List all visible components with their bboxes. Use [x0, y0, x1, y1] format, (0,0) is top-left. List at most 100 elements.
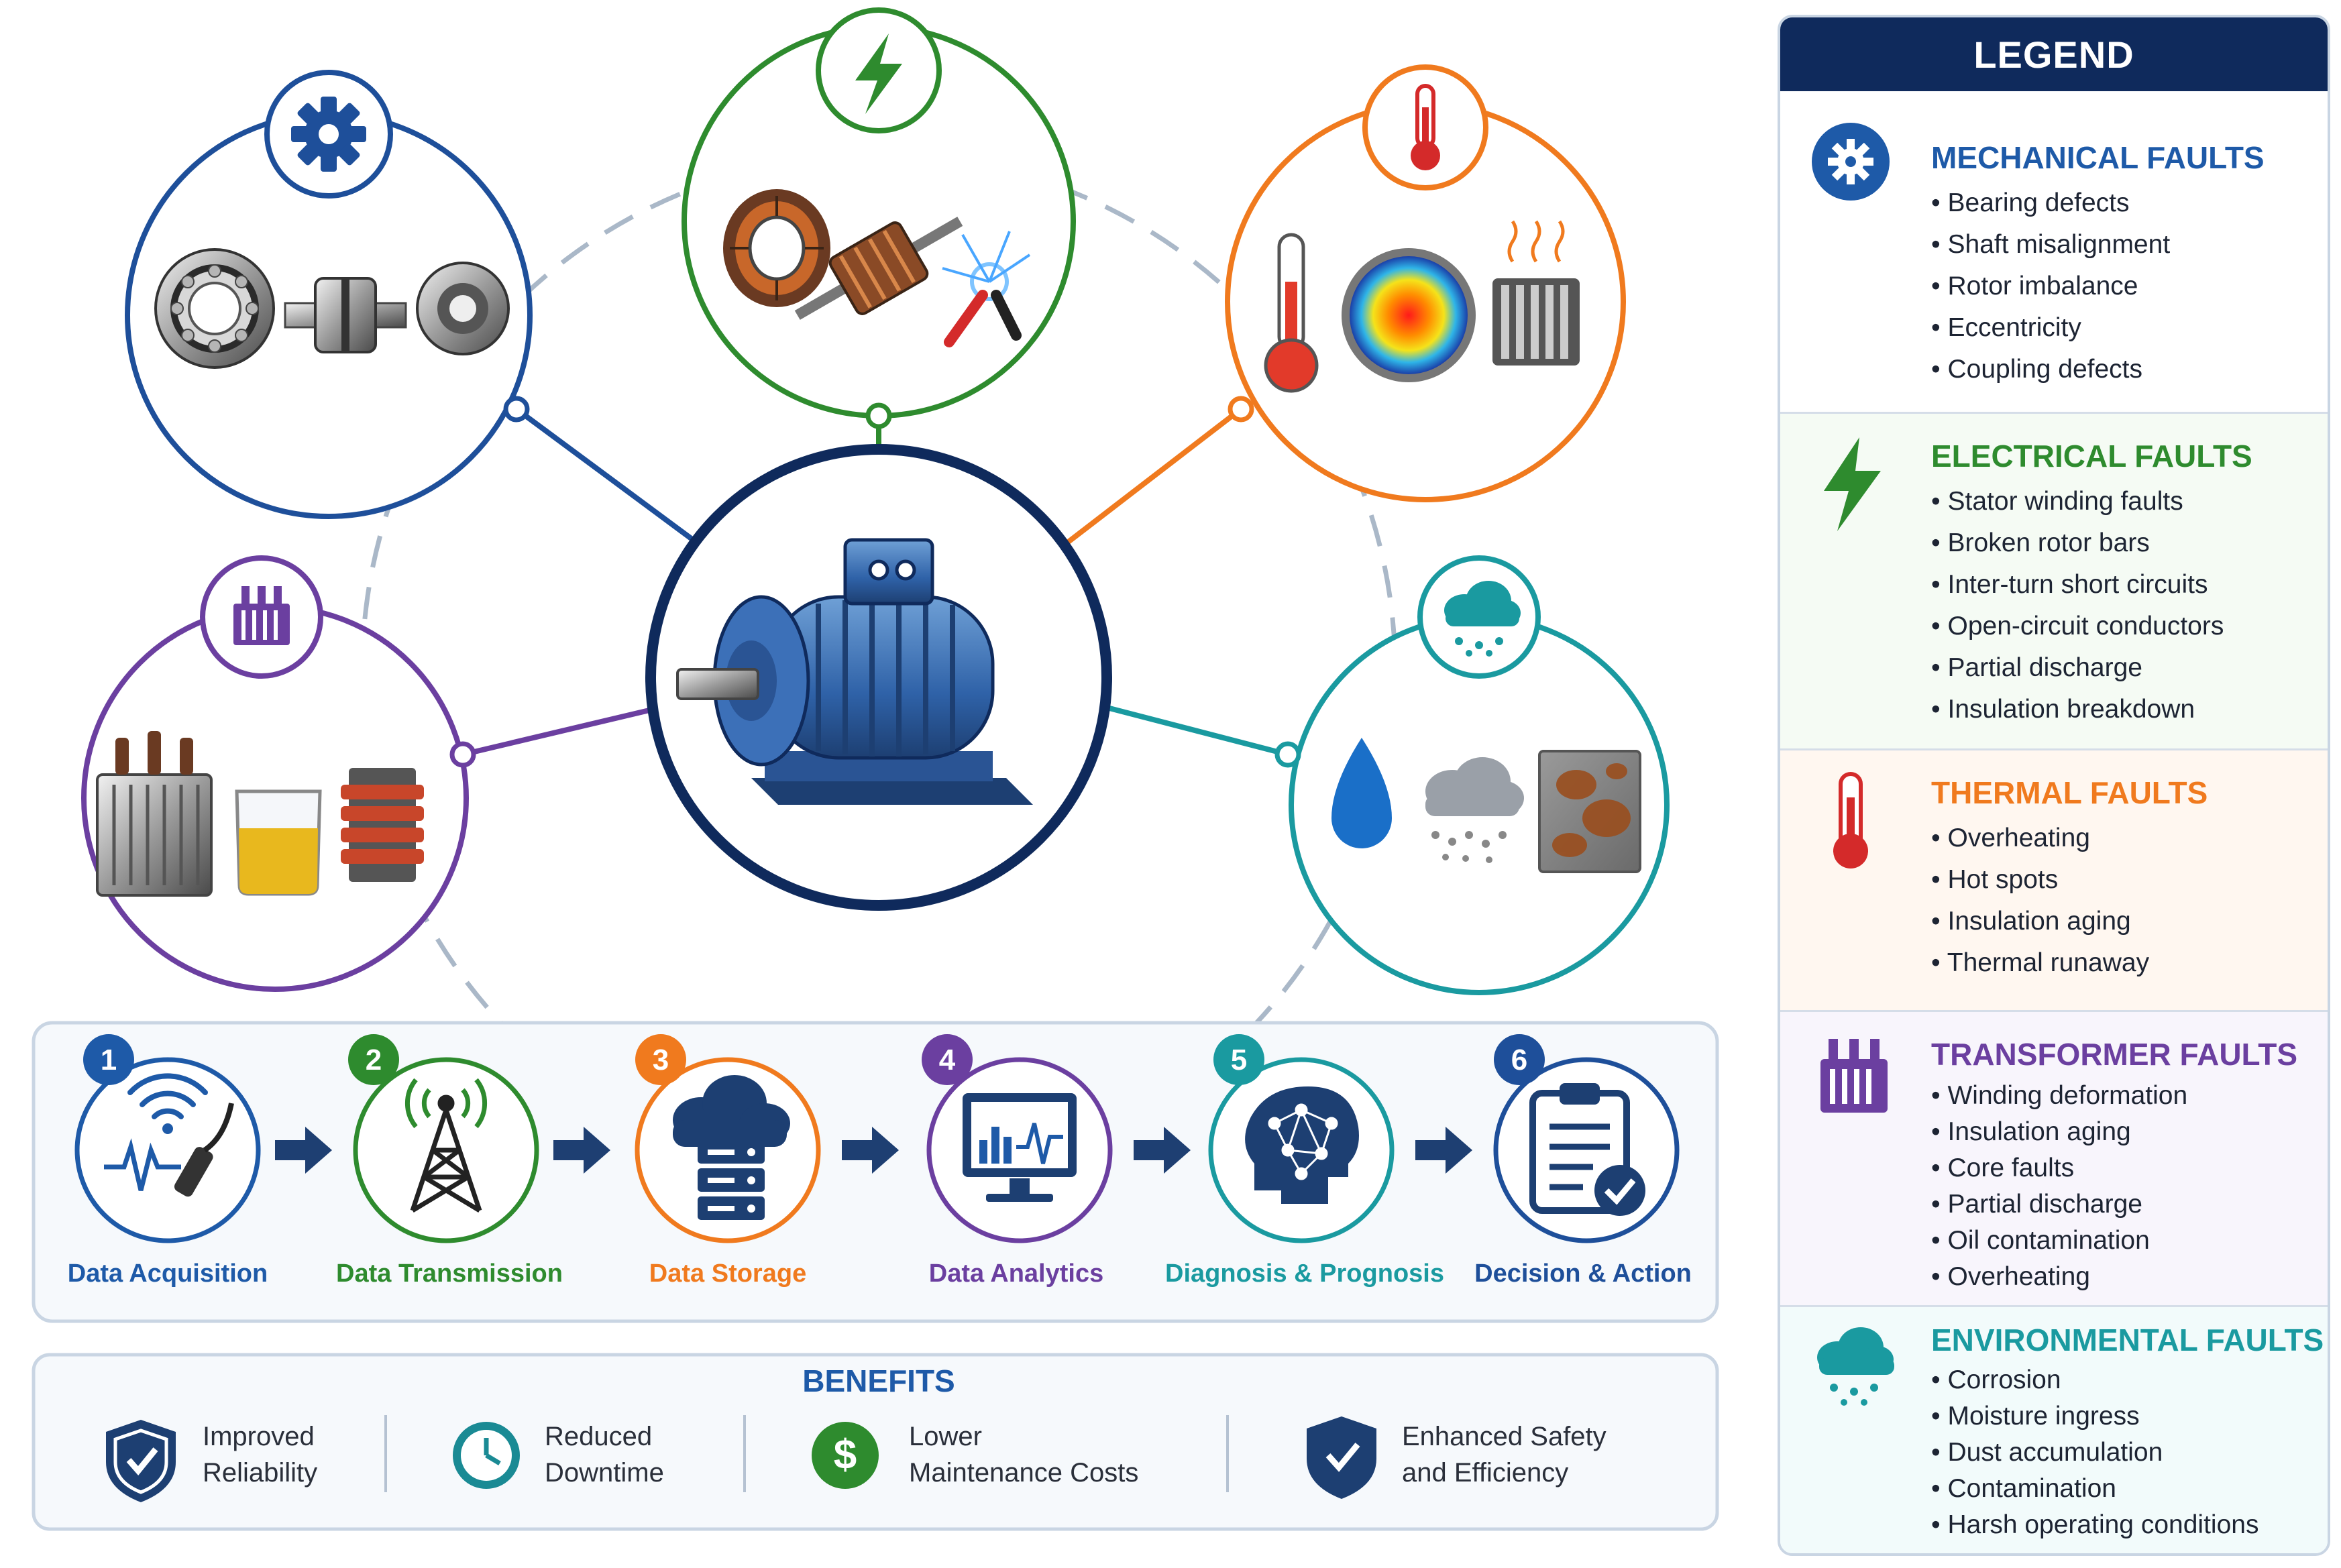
step-label: Data Transmission	[336, 1259, 563, 1288]
corrosion-icon	[1538, 750, 1641, 873]
step-label: Data Acquisition	[67, 1259, 268, 1288]
mechanical-fault-node	[125, 70, 533, 519]
rain-cloud-icon	[1817, 1327, 1894, 1406]
list-item: Stator winding faults	[1931, 481, 2224, 522]
transformer-icon	[1820, 1039, 1888, 1113]
dust-icon	[1425, 757, 1524, 863]
stator-icon	[723, 189, 830, 307]
list-item: Insulation aging	[1931, 1114, 2187, 1150]
step-number-5: 5	[1231, 1044, 1247, 1076]
oil-beaker-icon	[235, 789, 322, 896]
list-item: Broken rotor bars	[1931, 522, 2224, 564]
bearing-icon	[154, 248, 275, 369]
power-transformer-icon	[96, 731, 213, 897]
arrow-icon	[1134, 1127, 1191, 1174]
legend-list: Bearing defects Shaft misalignment Rotor…	[1931, 182, 2171, 390]
legend-section-transformer: TRANSFORMER FAULTS Winding deformation I…	[1780, 1010, 2328, 1307]
step-number-2: 2	[366, 1044, 382, 1076]
list-item: Partial discharge	[1931, 647, 2224, 689]
lightning-icon	[1824, 437, 1881, 531]
list-item: Oil contamination	[1931, 1223, 2187, 1259]
legend-list: Overheating Hot spots Insulation aging T…	[1931, 818, 2149, 984]
list-item: Shaft misalignment	[1931, 224, 2171, 266]
list-item: Winding deformation	[1931, 1078, 2188, 1114]
svg-text:$: $	[834, 1432, 857, 1478]
thermal-fault-node	[1225, 64, 1626, 502]
list-item: Core faults	[1931, 1150, 2187, 1186]
workflow-step-3: 3	[635, 1034, 821, 1243]
list-item: Contamination	[1931, 1471, 2258, 1507]
gear-icon	[1812, 123, 1890, 201]
flange-icon	[416, 262, 510, 355]
list-item: Insulation aging	[1931, 901, 2149, 942]
arrow-icon	[553, 1127, 610, 1174]
arrow-icon	[275, 1127, 332, 1174]
step-label: Decision & Action	[1474, 1259, 1692, 1288]
transformer-fault-node	[81, 555, 476, 992]
legend-section-title: MECHANICAL FAULTS	[1931, 140, 2265, 175]
legend-panel: LEGEND MECHANICAL FAULTS Bearing defects…	[1778, 15, 2330, 1556]
cloud-server-icon	[673, 1075, 790, 1220]
step-number-1: 1	[101, 1044, 117, 1076]
list-item: Overheating	[1931, 818, 2149, 859]
heat-map-icon	[1342, 248, 1476, 382]
antenna-tower-icon	[405, 1078, 487, 1213]
arrow-icon	[1415, 1127, 1472, 1174]
lightning-icon	[855, 34, 902, 114]
list-item: Dust accumulation	[1931, 1435, 2258, 1471]
list-item: Rotor imbalance	[1931, 266, 2170, 307]
environmental-fault-node	[1274, 555, 1670, 995]
list-item: Thermal runaway	[1931, 942, 2149, 984]
step-label: Data Analytics	[928, 1259, 1104, 1288]
workflow-step-2: 2	[348, 1034, 539, 1243]
rain-cloud-icon	[1444, 581, 1521, 657]
monitor-chart-icon	[963, 1093, 1077, 1202]
coupling-icon	[284, 277, 407, 353]
legend-section-mechanical: MECHANICAL FAULTS Bearing defects Shaft …	[1780, 91, 2328, 412]
legend-section-environmental: ENVIRONMENTAL FAULTS Corrosion Moisture …	[1780, 1305, 2328, 1553]
list-item: Harsh operating conditions	[1931, 1507, 2259, 1543]
list-item: Moisture ingress	[1931, 1398, 2258, 1435]
arrow-icon	[842, 1127, 899, 1174]
benefits-title: BENEFITS	[802, 1363, 955, 1398]
workflow-step-4: 4	[922, 1034, 1113, 1243]
legend-section-electrical: ELECTRICAL FAULTS Stator winding faults …	[1780, 412, 2328, 750]
spark-icon	[942, 231, 1031, 347]
connectors	[462, 406, 1289, 757]
legend-section-title: TRANSFORMER FAULTS	[1931, 1037, 2298, 1072]
legend-section-title: ENVIRONMENTAL FAULTS	[1931, 1323, 2324, 1357]
electrical-fault-node	[682, 7, 1076, 429]
list-item: Eccentricity	[1931, 307, 2170, 349]
gear-icon	[291, 97, 366, 172]
legend-title: LEGEND	[1780, 17, 2328, 91]
thermometer-icon	[1264, 233, 1319, 393]
sensor-icon	[104, 1073, 234, 1197]
shield-check-icon	[106, 1420, 176, 1502]
list-item: Inter-turn short circuits	[1931, 564, 2224, 606]
step-label: Diagnosis & Prognosis	[1165, 1259, 1444, 1288]
legend-section-thermal: THERMAL FAULTS Overheating Hot spots Ins…	[1780, 748, 2328, 1012]
shield-check-icon	[1307, 1416, 1376, 1499]
list-item: Partial discharge	[1931, 1186, 2187, 1223]
workflow-step-5: 5	[1208, 1034, 1395, 1243]
heatsink-icon	[1492, 220, 1580, 366]
step-label: Data Storage	[649, 1259, 807, 1288]
thermometer-icon	[1411, 84, 1440, 170]
workflow-step-6: 6	[1493, 1034, 1680, 1243]
electric-motor-icon	[676, 538, 1033, 805]
water-drop-icon	[1331, 738, 1392, 848]
legend-list: Corrosion Moisture ingress Dust accumula…	[1931, 1362, 2259, 1543]
step-number-4: 4	[939, 1044, 956, 1076]
rotor-icon	[794, 217, 963, 320]
dollar-icon: $	[812, 1422, 879, 1489]
clipboard-check-icon	[1529, 1083, 1645, 1216]
thermometer-icon	[1833, 772, 1868, 869]
list-item: Overheating	[1931, 1259, 2187, 1295]
list-item: Open-circuit conductors	[1931, 606, 2224, 647]
list-item: Corrosion	[1931, 1362, 2258, 1398]
list-item: Insulation breakdown	[1931, 689, 2224, 730]
